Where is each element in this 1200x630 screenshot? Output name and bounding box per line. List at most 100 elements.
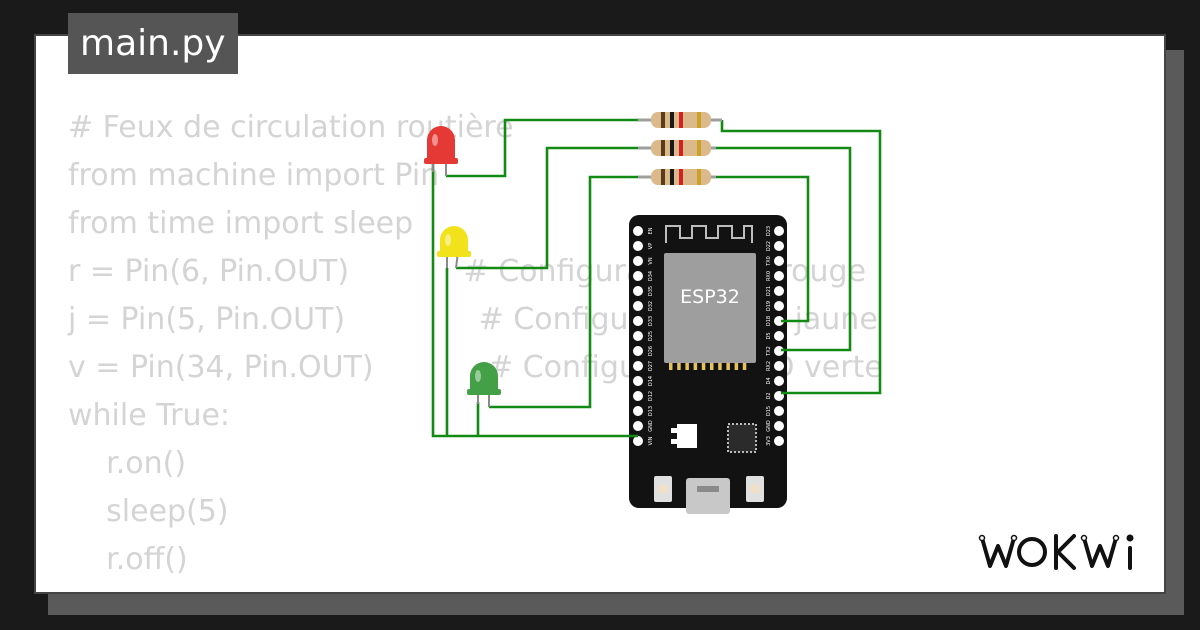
module-pad — [742, 363, 747, 370]
right-pin-d18[interactable] — [774, 316, 784, 326]
wires — [431, 118, 882, 438]
regulator — [677, 424, 697, 448]
file-tab[interactable]: main.py — [68, 13, 238, 74]
led-yellow[interactable] — [437, 226, 471, 269]
resistor-band — [679, 112, 683, 128]
wire-gnd-red — [431, 162, 638, 438]
resistor-band — [661, 140, 665, 156]
resistor-band — [661, 112, 665, 128]
right-pin-rx2[interactable] — [774, 361, 784, 371]
right-pin-label: D23 — [766, 226, 772, 236]
wire-resistor1-d4 — [720, 120, 882, 395]
led-red[interactable] — [424, 126, 458, 176]
left-pin-d27[interactable] — [633, 361, 643, 371]
right-pin-d15[interactable] — [774, 406, 784, 416]
module-label: ESP32 — [680, 286, 740, 308]
wire-resistor3-d19 — [716, 175, 810, 323]
right-pin-label: 3V3 — [766, 436, 772, 446]
left-pin-label: D33 — [648, 316, 654, 326]
left-pin-vn[interactable] — [633, 256, 643, 266]
resistor-2[interactable] — [638, 140, 716, 156]
esp32-board[interactable]: ESP32 ENVPVND34D35D32D33D25D26D27D14D12D… — [629, 215, 787, 514]
project-card: # Feux de circulation routière from mach… — [34, 34, 1166, 594]
left-pin-label: VP — [648, 243, 654, 249]
left-pin-d12[interactable] — [633, 391, 643, 401]
resistor-1[interactable] — [638, 112, 722, 128]
module-pad — [693, 363, 698, 370]
left-pin-gnd[interactable] — [633, 421, 643, 431]
wire-red-led — [446, 118, 638, 178]
resistor-band — [670, 169, 674, 185]
right-pin-3v3[interactable] — [774, 436, 784, 446]
led-highlight — [432, 134, 438, 146]
code-line: r.off() — [68, 542, 188, 577]
resistor-band — [670, 140, 674, 156]
antenna-trace — [665, 225, 753, 243]
left-pin-label: VN — [648, 257, 654, 264]
module-pad — [685, 363, 689, 370]
right-pin-label: RX2 — [766, 361, 772, 371]
left-pin-label: D13 — [648, 406, 654, 416]
left-pin-d13[interactable] — [633, 406, 643, 416]
right-pin-tx0[interactable] — [774, 256, 784, 266]
left-pin-d34[interactable] — [633, 271, 643, 281]
led-body — [470, 362, 498, 393]
right-pin-d23[interactable] — [774, 226, 784, 236]
right-pin-tx2[interactable] — [774, 346, 784, 356]
left-pin-label: D25 — [648, 331, 654, 341]
left-pin-en[interactable] — [633, 226, 643, 236]
code-line: # Feux de circulation routière — [68, 110, 514, 145]
module-pad — [701, 363, 706, 370]
usb-port[interactable] — [686, 478, 730, 514]
left-pin-d25[interactable] — [633, 331, 643, 341]
esp32-module — [664, 253, 756, 363]
led-green[interactable] — [467, 362, 501, 407]
left-pin-d35[interactable] — [633, 286, 643, 296]
left-pin-d14[interactable] — [633, 376, 643, 386]
left-pin-label: D12 — [648, 391, 654, 401]
usb-port-slot — [697, 486, 719, 492]
left-pin-label: D27 — [648, 361, 654, 371]
led-body — [427, 126, 455, 162]
left-pin-vp[interactable] — [633, 241, 643, 251]
code-line: r.on() — [68, 446, 187, 481]
right-pin-label: D5 — [766, 332, 772, 339]
left-pin-label: D35 — [648, 286, 654, 296]
module-pad — [718, 363, 722, 370]
right-pin-d4[interactable] — [774, 376, 784, 386]
led-rim — [424, 158, 458, 164]
right-pin-label: D2 — [766, 392, 772, 399]
right-pin-d22[interactable] — [774, 241, 784, 251]
code-line: from time import sleep — [68, 206, 414, 241]
left-pin-d32[interactable] — [633, 301, 643, 311]
resistor-3[interactable] — [638, 169, 716, 185]
code-line: r = Pin(6, Pin.OUT) # Configuration LED … — [68, 254, 867, 289]
wire-resistor2-d5 — [716, 146, 852, 352]
code-line: sleep(5) — [68, 494, 229, 529]
wokwi-logo-mark — [978, 534, 1134, 570]
right-pin-gnd[interactable] — [774, 421, 784, 431]
right-pin-label: D21 — [766, 286, 772, 296]
left-pin-header: ENVPVND34D35D32D33D25D26D27D14D12D13GNDV… — [633, 226, 654, 446]
module-pad — [726, 363, 730, 370]
right-pin-d5[interactable] — [774, 331, 784, 341]
left-pin-d33[interactable] — [633, 316, 643, 326]
right-pin-d19[interactable] — [774, 301, 784, 311]
wokwi-logo[interactable] — [978, 526, 1148, 576]
resistor-band — [679, 169, 683, 185]
right-pin-rx0[interactable] — [774, 271, 784, 281]
left-pin-label: EN — [648, 227, 654, 234]
boot-button-cap — [750, 484, 760, 494]
right-pin-d21[interactable] — [774, 286, 784, 296]
left-pin-label: D32 — [648, 301, 654, 311]
led-highlight — [445, 234, 451, 246]
resistor-band — [697, 140, 701, 156]
led-rim — [467, 389, 501, 395]
wire-yellow-led — [456, 146, 638, 270]
left-pin-d26[interactable] — [633, 346, 643, 356]
left-pin-vin[interactable] — [633, 436, 643, 446]
left-pin-label: D14 — [648, 376, 654, 386]
module-castellations — [669, 363, 747, 370]
resistor-band — [697, 169, 701, 185]
